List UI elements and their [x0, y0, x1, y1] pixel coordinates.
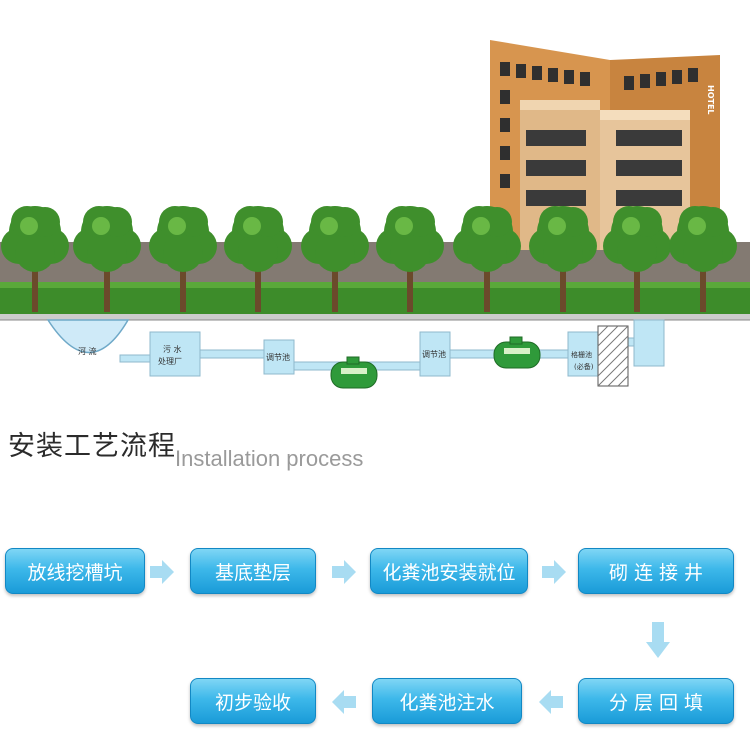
tree-row	[1, 206, 737, 312]
grease-label-line1: 格栅池	[571, 350, 592, 359]
plant-label-line1: 污 水	[163, 344, 182, 354]
step-7: 初步验收	[190, 678, 316, 724]
grease-trap-well	[597, 325, 629, 387]
step-4: 砌 连 接 井	[578, 548, 734, 594]
tree	[376, 206, 444, 312]
arrow-left-icon	[332, 690, 356, 714]
tank-label-1: 调节池	[266, 352, 290, 362]
grease-label-line2: (必备)	[574, 362, 594, 371]
step-2: 基底垫层	[190, 548, 316, 594]
tree	[73, 206, 141, 312]
step-6: 化粪池注水	[372, 678, 522, 724]
tank-label-2: 调节池	[422, 349, 446, 359]
arrow-right-icon	[542, 560, 566, 584]
tree	[149, 206, 217, 312]
tree	[301, 206, 369, 312]
step-5: 分 层 回 填	[578, 678, 734, 724]
septic-tank-1	[330, 356, 378, 389]
tree	[453, 206, 521, 312]
plant-label-line2: 处理厂	[158, 356, 182, 366]
septic-tank-2	[493, 336, 541, 369]
river	[46, 319, 130, 354]
arrow-right-icon	[150, 560, 174, 584]
tree	[603, 206, 671, 312]
arrow-down-icon	[646, 622, 670, 658]
river-label: 河 流	[78, 346, 97, 356]
hotel-sign: HOTEL	[706, 85, 715, 115]
title-english: Installation process	[175, 446, 364, 471]
tree	[224, 206, 292, 312]
tree	[529, 206, 597, 312]
ground-line	[0, 314, 750, 320]
title-chinese: 安装工艺流程	[8, 431, 176, 462]
step-1: 放线挖槽坑	[5, 548, 145, 594]
installation-scene: HOTEL 河 流 污 水 处理厂 调节池 调节池 格栅池	[0, 40, 750, 389]
arrow-left-icon	[539, 690, 563, 714]
step-3: 化粪池安装就位	[370, 548, 528, 594]
tree	[1, 206, 69, 312]
arrow-right-icon	[332, 560, 356, 584]
tree	[669, 206, 737, 312]
